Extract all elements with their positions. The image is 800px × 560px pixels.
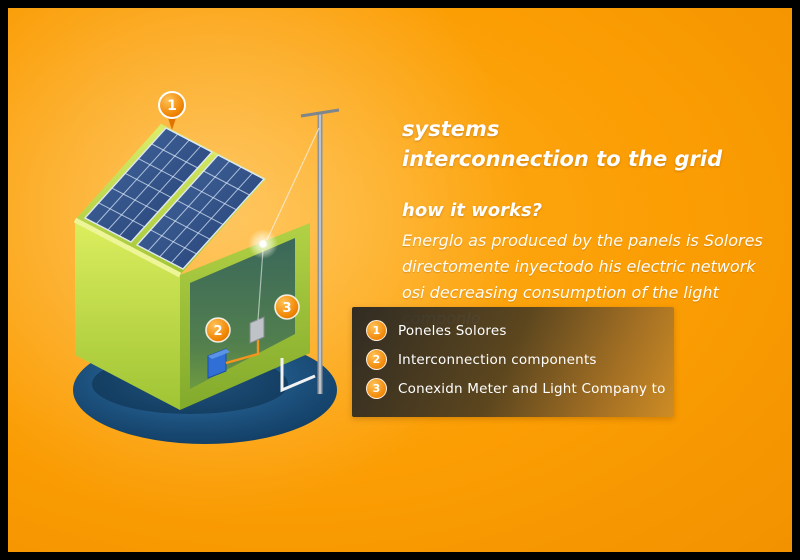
conduit-pipe <box>280 358 316 393</box>
legend-label-3: Conexidn Meter and Light Company to <box>398 380 666 397</box>
marker-3: 3 <box>274 294 300 320</box>
description-line-2: directomente inyectodo his electric netw… <box>402 257 756 276</box>
panel-grid-lines <box>96 133 201 236</box>
marker-3-number: 3 <box>282 301 291 316</box>
legend-item-2: 2 Interconnection components <box>366 345 674 374</box>
legend-badge-1: 1 <box>366 320 387 341</box>
marker-1-number: 1 <box>167 98 177 114</box>
legend-panel: 1 Poneles Solores 2 Interconnection comp… <box>352 307 674 417</box>
title-block: systems interconnection to the grid <box>402 114 722 174</box>
legend-item-3: 3 Conexidn Meter and Light Company to <box>366 374 674 403</box>
title-line-2: interconnection to the grid <box>402 147 723 171</box>
legend-item-1: 1 Poneles Solores <box>366 316 674 345</box>
legend-badge-3: 3 <box>366 378 387 399</box>
slide-background: 1 2 3 systems interconnection to the gri… <box>8 8 792 552</box>
house-interior-opening <box>190 238 295 389</box>
description-line-1: Energlo as produced by the panels is Sol… <box>402 231 763 250</box>
inverter-box-top <box>208 349 230 359</box>
lamp-drop-wire <box>257 249 264 321</box>
lamp-crossbar <box>300 108 340 118</box>
house-illustration: 1 2 3 <box>73 91 340 444</box>
subtitle: how it works? <box>402 200 543 221</box>
description-text: Energlo as produced by the panels is Sol… <box>402 228 792 332</box>
marker-2: 2 <box>205 317 231 343</box>
power-line <box>265 127 320 243</box>
interior-wire <box>225 334 260 365</box>
lamp-post <box>265 108 340 394</box>
roof-eave-trim <box>73 217 182 278</box>
house-front-wall <box>75 220 180 410</box>
marker-1-pin: 1 <box>158 91 186 130</box>
solar-panels <box>83 127 266 270</box>
legend-badge-2: 2 <box>366 349 387 370</box>
wall-lamp-glow <box>248 229 278 259</box>
legend-label-1: Poneles Solores <box>398 322 507 339</box>
title-line-1: systems <box>402 117 500 141</box>
marker-2-number: 2 <box>213 324 222 339</box>
house <box>73 123 316 410</box>
meter-box <box>249 316 265 344</box>
legend-label-2: Interconnection components <box>398 351 597 368</box>
